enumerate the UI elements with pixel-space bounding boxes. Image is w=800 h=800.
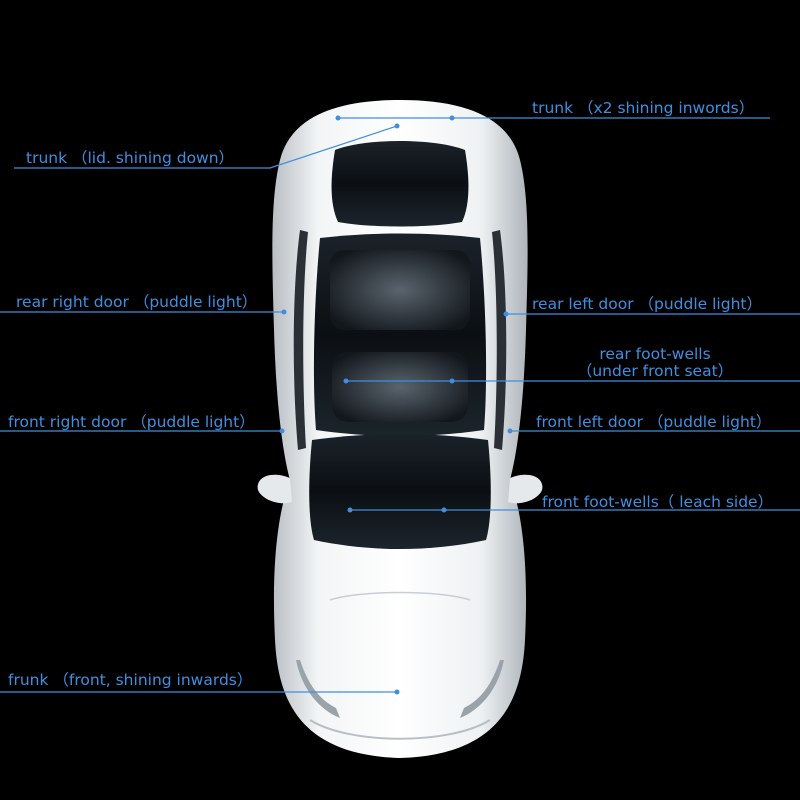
front-seats xyxy=(332,352,468,422)
right-mirror xyxy=(257,474,292,504)
left-side-glass xyxy=(492,230,507,450)
callout-trunk-lid: trunk （lid. shining down） xyxy=(26,149,235,167)
callout-rear-right-door: rear right door （puddle light） xyxy=(16,293,258,311)
windshield xyxy=(309,434,491,549)
callout-front-foot-wells: front foot-wells（ leach side） xyxy=(542,493,774,511)
callout-rear-foot-wells: rear foot-wells （under front seat） xyxy=(570,346,740,380)
marker-rear-right-door xyxy=(281,309,287,315)
marker-front-right-door xyxy=(279,428,285,434)
marker-trunk-left xyxy=(449,115,455,121)
callout-front-right-door: front right door （puddle light） xyxy=(8,413,255,431)
left-headlight xyxy=(460,660,504,718)
left-mirror xyxy=(508,474,543,504)
light-markers xyxy=(279,115,513,695)
right-headlight xyxy=(296,660,340,718)
callout-rear-left-door: rear left door （puddle light） xyxy=(532,295,762,313)
marker-rear-foot-well-right xyxy=(343,378,349,384)
hood-line xyxy=(329,591,471,601)
rear-seat xyxy=(330,250,470,330)
car-top-view xyxy=(257,100,543,758)
leader-trunk-lid xyxy=(14,125,398,169)
right-side-glass xyxy=(293,230,308,450)
marker-trunk-lid xyxy=(394,123,400,129)
marker-trunk-right xyxy=(335,115,341,121)
marker-front-foot-well-right xyxy=(347,507,353,513)
callout-front-left-door: front left door （puddle light） xyxy=(536,413,772,431)
marker-front-foot-well-left xyxy=(441,507,447,513)
front-bumper xyxy=(309,719,491,740)
callout-frunk: frunk （front, shining inwards） xyxy=(8,671,253,689)
callout-trunk-inward: trunk （x2 shining inwords） xyxy=(532,99,755,117)
marker-frunk xyxy=(394,689,400,695)
marker-rear-foot-well-left xyxy=(449,378,455,384)
callout-rear-foot-wells-line1: rear foot-wells xyxy=(599,345,711,363)
rear-window xyxy=(331,141,469,227)
marker-front-left-door xyxy=(507,428,513,434)
callout-rear-foot-wells-line2: （under front seat） xyxy=(576,362,734,380)
marker-rear-left-door xyxy=(503,311,509,317)
